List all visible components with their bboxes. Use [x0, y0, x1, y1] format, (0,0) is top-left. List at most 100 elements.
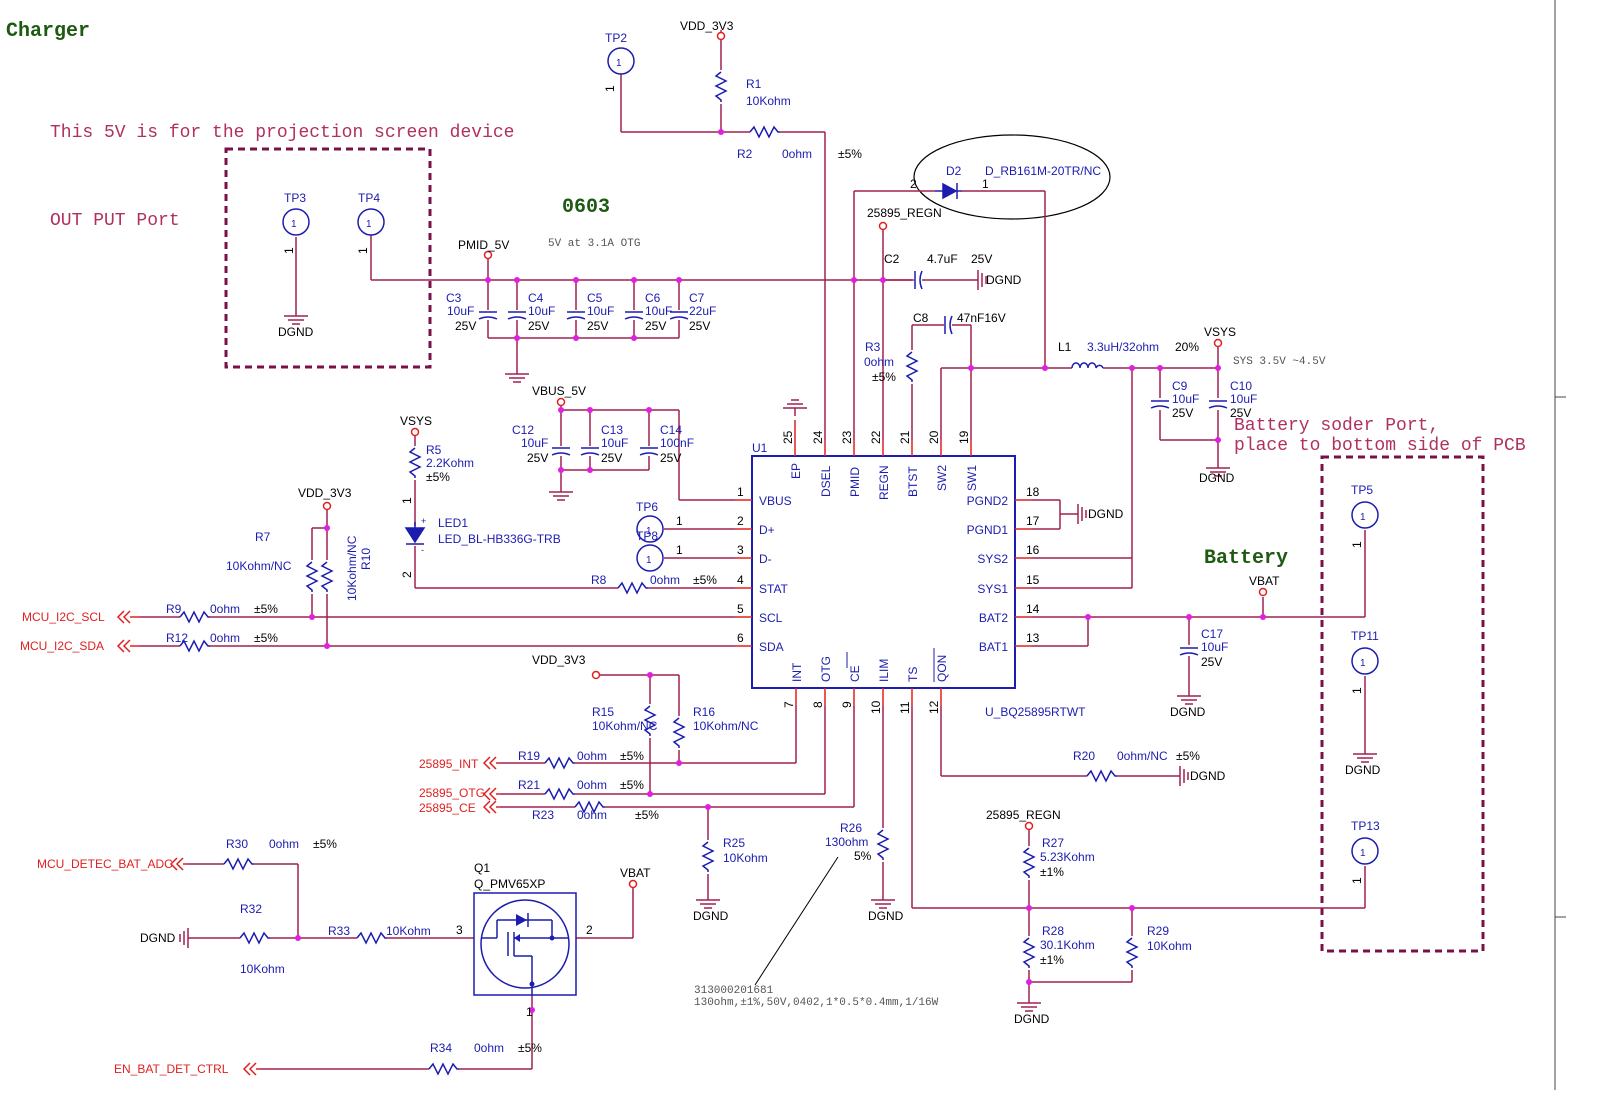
c2[interactable]: C2 4.7uF 25V: [884, 252, 992, 290]
r3[interactable]: R3 0ohm ±5%: [864, 340, 918, 384]
r26-ref: R26: [840, 821, 862, 835]
d2-ref: D2: [946, 164, 962, 178]
port-i2c-scl[interactable]: MCU_I2C_SCL: [22, 610, 140, 624]
port-ce[interactable]: 25895_CE: [419, 800, 500, 815]
r27[interactable]: R27 5.23Kohm ±1%: [1023, 836, 1095, 879]
r7[interactable]: R7 10Kohm/NC: [226, 530, 318, 593]
c8-value: 47nF16V: [957, 311, 1006, 325]
tp3[interactable]: 1 TP3 1: [282, 191, 310, 254]
r19[interactable]: R19 0ohm ±5%: [518, 749, 644, 769]
ic-u1[interactable]: U1 U_BQ25895RTWT 1 2 3 4 5 6 VBUS D+ D- …: [735, 420, 1086, 719]
r20[interactable]: R20 0ohm/NC ±5%: [1073, 749, 1200, 782]
r23-ref: R23: [532, 808, 554, 822]
pin-label-pmid: PMID: [848, 467, 862, 497]
led1[interactable]: + - LED1 LED_BL-HB336G-TRB 2: [400, 516, 561, 578]
c4[interactable]: C4 10uF 25V: [507, 291, 555, 333]
r28[interactable]: R28 30.1Kohm ±1%: [1023, 924, 1095, 969]
r10-value: 10Kohm/NC: [345, 535, 359, 601]
port-i2c-sda[interactable]: MCU_I2C_SDA: [20, 639, 140, 653]
dgnd-label: DGND: [1199, 471, 1235, 485]
pin-label-otg: OTG: [819, 656, 833, 682]
r1[interactable]: R1 10Kohm: [715, 71, 791, 108]
r16[interactable]: R16 10Kohm/NC: [673, 705, 759, 749]
q1[interactable]: Q1 Q_PMV65XP 3 2 1: [456, 861, 593, 1019]
pin-num: 4: [737, 573, 744, 587]
c5[interactable]: C5 10uF 25V: [566, 291, 614, 333]
r32[interactable]: R32 10Kohm: [239, 902, 285, 976]
pin-num: 11: [898, 701, 912, 714]
c10[interactable]: C10 10uF 25V: [1208, 379, 1257, 420]
test-points: 1 TP2 1 1 TP3 1 1 TP4 1 1 TP6 1 1 TP8 1 …: [282, 31, 1380, 884]
vbat-label-battery: VBAT: [1249, 574, 1280, 588]
c8[interactable]: C8 47nF16V: [913, 311, 1006, 335]
pin-num: 22: [869, 430, 883, 444]
tp-pin-glyph: 1: [291, 219, 297, 230]
r15[interactable]: R15 10Kohm/NC: [592, 705, 658, 737]
pin-label-ilim: ILIM: [877, 659, 891, 682]
tp5[interactable]: 1 TP5 1: [1350, 483, 1379, 548]
r34[interactable]: R34 0ohm ±5%: [428, 1041, 542, 1075]
port-en-bat[interactable]: EN_BAT_DET_CTRL: [114, 1062, 260, 1076]
r23[interactable]: R23 0ohm ±5%: [532, 801, 659, 822]
r30[interactable]: R30 0ohm ±5%: [223, 837, 337, 870]
l1[interactable]: L1 3.3uH/32ohm 20%: [1058, 340, 1199, 369]
port-i2c-sda-label: MCU_I2C_SDA: [20, 639, 104, 653]
tp6[interactable]: 1 TP6 1: [636, 500, 683, 543]
vdd-3v3-label: VDD_3V3: [680, 19, 734, 33]
r25[interactable]: R25 10Kohm: [702, 836, 768, 873]
pin-label-regn: REGN: [877, 465, 891, 500]
r29[interactable]: R29 10Kohm: [1126, 924, 1192, 969]
c14[interactable]: C14 100nF 25V: [639, 423, 694, 465]
resistors: R1 10Kohm R2 0ohm ±5% R3 0ohm ±5% R5 2.2…: [166, 71, 1200, 1075]
c9[interactable]: C9 10uF 25V: [1150, 379, 1199, 420]
port-int[interactable]: 25895_INT: [419, 756, 500, 771]
r16-value: 10Kohm/NC: [693, 719, 759, 733]
q1-value: Q_PMV65XP: [474, 877, 545, 891]
tp13[interactable]: 1 TP13 1: [1350, 819, 1380, 884]
r12-value: 0ohm: [210, 631, 240, 645]
c13-volt: 25V: [601, 451, 622, 465]
r5[interactable]: R5 2.2Kohm ±5% 1: [400, 443, 474, 504]
r9-value: 0ohm: [210, 602, 240, 616]
r26[interactable]: R26 130ohm 5%: [825, 821, 889, 863]
tp4[interactable]: 1 TP4 1: [356, 191, 385, 254]
r21-tol: ±5%: [620, 778, 644, 792]
r19-ref: R19: [518, 749, 540, 763]
dgnd-label: DGND: [1190, 769, 1226, 783]
r12[interactable]: R12 0ohm ±5%: [166, 631, 278, 652]
pin-num: 25: [781, 430, 795, 444]
tp5-label: TP5: [1351, 483, 1373, 497]
pin-num: 5: [737, 602, 744, 616]
sys-note: SYS 3.5V ~4.5V: [1233, 356, 1326, 368]
q1-pin3: 3: [456, 923, 463, 937]
r2[interactable]: R2 0ohm ±5%: [737, 126, 862, 161]
c7[interactable]: C7 22uF 25V: [669, 291, 716, 333]
r21[interactable]: R21 0ohm ±5%: [518, 778, 644, 800]
r9[interactable]: R9 0ohm ±5%: [166, 602, 278, 623]
r34-ref: R34: [430, 1041, 452, 1055]
r27-ref: R27: [1042, 836, 1064, 850]
power-flags: VDD_3V3 PMID_5V VBUS_5V VSYS VDD_3V3 258…: [298, 19, 1280, 889]
c3[interactable]: C3 10uF 25V: [446, 291, 498, 333]
tp3-label: TP3: [284, 191, 306, 205]
r8[interactable]: R8 0ohm ±5%: [591, 573, 717, 594]
tp8[interactable]: 1 TP8 1: [636, 529, 683, 572]
pin-num: 16: [1026, 543, 1040, 557]
c12[interactable]: C12 10uF 25V: [512, 423, 571, 465]
port-otg[interactable]: 25895_OTG: [419, 786, 500, 801]
r34-value: 0ohm: [474, 1041, 504, 1055]
ic-left-pins: 1 2 3 4 5 6 VBUS D+ D- STAT SCL SDA: [735, 485, 792, 654]
tp-pin-num: 1: [676, 514, 683, 528]
r33[interactable]: R33 10Kohm: [328, 924, 431, 944]
port-bat-adc[interactable]: MCU_DETEC_BAT_ADC: [37, 857, 187, 871]
tp2[interactable]: 1 TP2 1: [603, 31, 635, 92]
r10[interactable]: 10Kohm/NC R10: [321, 535, 373, 601]
tp11[interactable]: 1 TP11 1: [1350, 629, 1379, 694]
c6[interactable]: C6 10uF 25V: [624, 291, 672, 333]
dgnd-label: DGND: [986, 273, 1022, 287]
c13[interactable]: C13 10uF 25V: [580, 423, 628, 465]
d2[interactable]: D2 D_RB161M-20TR/NC 2 1: [910, 164, 1101, 200]
led1-plus-glyph: +: [421, 516, 426, 526]
c17[interactable]: C17 10uF 25V: [1179, 627, 1228, 669]
